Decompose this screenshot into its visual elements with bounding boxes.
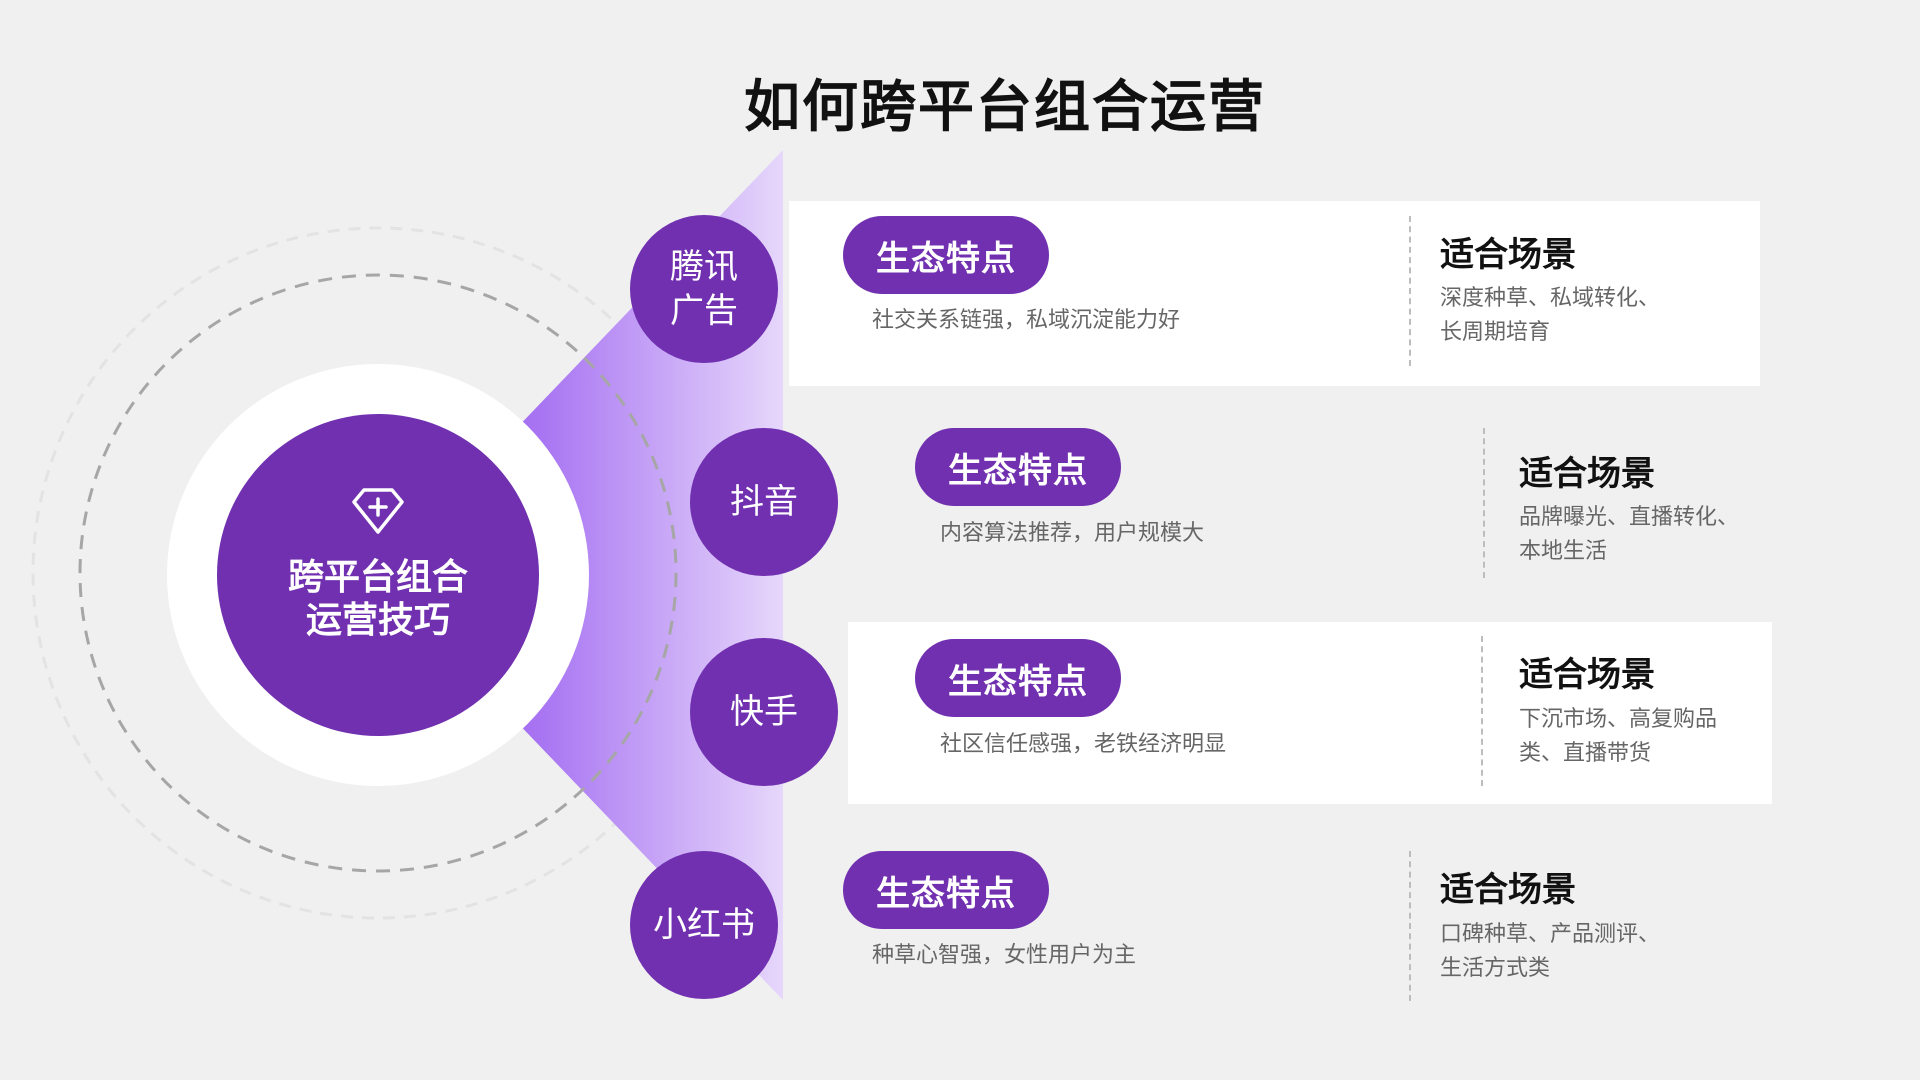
diamond-plus-icon — [352, 488, 404, 534]
divider-xiaohongshu — [1409, 851, 1411, 1001]
feature-pill-tencent: 生态特点 — [843, 216, 1049, 294]
scene-title-xiaohongshu: 适合场景 — [1440, 870, 1576, 910]
divider-tencent — [1409, 216, 1411, 366]
divider-douyin — [1483, 428, 1485, 578]
hub-label: 跨平台组合 运营技巧 — [287, 557, 468, 641]
feature-text-kuaishou: 社区信任感强，老铁经济明显 — [940, 732, 1227, 757]
platform-node-xiaohongshu: 小红书 — [630, 851, 778, 999]
scene-title-tencent: 适合场景 — [1440, 235, 1576, 275]
page-title: 如何跨平台组合运营 — [744, 75, 1266, 140]
feature-text-xiaohongshu: 种草心智强，女性用户为主 — [872, 943, 1137, 968]
platform-node-douyin: 抖音 — [690, 428, 838, 576]
scene-title-kuaishou: 适合场景 — [1519, 655, 1655, 695]
divider-kuaishou — [1481, 636, 1483, 786]
platform-node-tencent: 腾讯 广告 — [630, 215, 778, 363]
scene-text-tencent: 深度种草、私域转化、长周期培育 — [1440, 286, 1661, 345]
platform-node-kuaishou: 快手 — [690, 638, 838, 786]
inner-dashed-ring — [78, 273, 678, 873]
feature-pill-xiaohongshu: 生态特点 — [843, 851, 1049, 929]
feature-pill-douyin: 生态特点 — [915, 428, 1121, 506]
feature-text-tencent: 社交关系链强，私域沉淀能力好 — [872, 308, 1181, 333]
scene-text-kuaishou: 下沉市场、高复购品类、直播带货 — [1519, 707, 1718, 766]
scene-text-xiaohongshu: 口碑种草、产品测评、生活方式类 — [1440, 922, 1661, 981]
hub-circle — [217, 414, 539, 736]
scene-text-douyin: 品牌曝光、直播转化、本地生活 — [1519, 505, 1740, 564]
scene-title-douyin: 适合场景 — [1519, 454, 1655, 494]
feature-pill-kuaishou: 生态特点 — [915, 639, 1121, 717]
feature-text-douyin: 内容算法推荐，用户规模大 — [940, 521, 1205, 546]
